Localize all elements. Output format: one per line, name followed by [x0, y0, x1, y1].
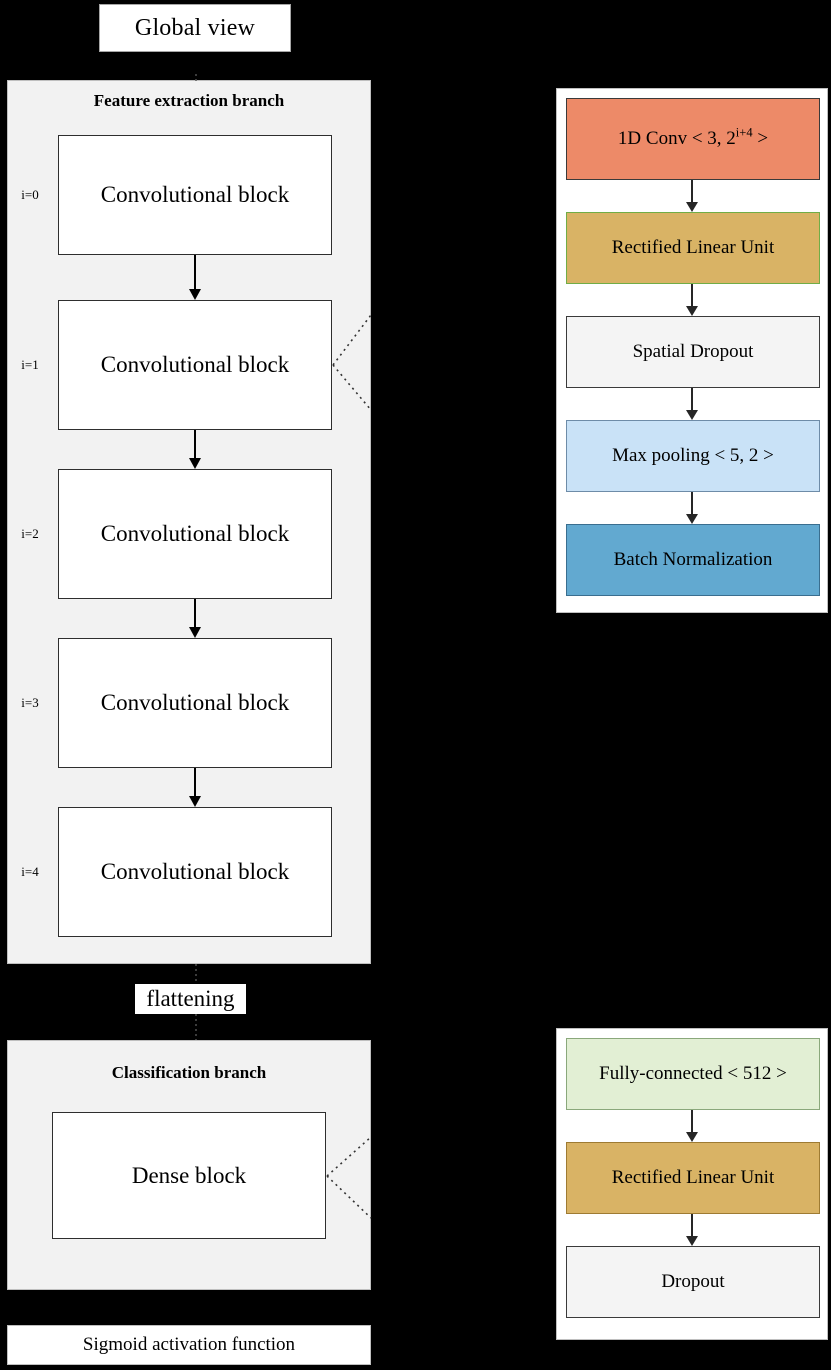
sigmoid-activation-box: Sigmoid activation function — [7, 1325, 371, 1365]
layer-dense-relu-label: Rectified Linear Unit — [611, 1167, 775, 1188]
flattening-text: flattening — [146, 986, 235, 1011]
conv-block-2[interactable]: Convolutional block — [58, 469, 332, 599]
conv-block-4[interactable]: Convolutional block — [58, 807, 332, 937]
arrow-head — [189, 458, 201, 469]
layer-conv1d-label: 1D Conv < 3, 2i+4 > — [617, 125, 769, 149]
conv-block-3[interactable]: Convolutional block — [58, 638, 332, 768]
layer-conv1d[interactable]: 1D Conv < 3, 2i+4 > — [566, 98, 820, 180]
layer-spatial-dropout[interactable]: Spatial Dropout — [566, 316, 820, 388]
arrow-head — [189, 796, 201, 807]
connector-line-upper — [326, 1136, 372, 1177]
arrow-shaft — [691, 492, 693, 515]
arrow-spatial-dropout-to-max-pooling — [685, 388, 699, 420]
conv-block-4-label: Convolutional block — [100, 859, 290, 884]
global-view-label: Global view — [99, 4, 291, 52]
conv-block-1[interactable]: Convolutional block — [58, 300, 332, 430]
layer-fully-connected[interactable]: Fully-connected < 512 > — [566, 1038, 820, 1110]
index-label-i0: i=0 — [21, 187, 39, 202]
arrow-head — [686, 1132, 698, 1142]
arrow-shaft — [691, 1214, 693, 1237]
classification-branch-title: Classification branch — [111, 1063, 267, 1082]
index-label-i1: i=1 — [21, 357, 39, 372]
arrow-shaft — [194, 430, 196, 459]
arrow-conv3-to-conv4 — [188, 768, 202, 807]
conv-block-3-label: Convolutional block — [100, 690, 290, 715]
arrow-shaft — [194, 255, 196, 290]
arrow-head — [686, 1236, 698, 1246]
arrow-relu-to-spatial-dropout — [685, 284, 699, 316]
conv-block-0[interactable]: Convolutional block — [58, 135, 332, 255]
arrow-shaft — [691, 180, 693, 203]
arrow-conv1d-to-relu — [685, 180, 699, 212]
dense-block-label: Dense block — [131, 1162, 247, 1188]
arrow-fc-to-relu — [685, 1110, 699, 1142]
conv-block-2-label: Convolutional block — [100, 521, 290, 546]
layer-relu-label: Rectified Linear Unit — [611, 237, 775, 258]
feature-branch-title: Feature extraction branch — [93, 91, 285, 110]
sigmoid-activation-label: Sigmoid activation function — [82, 1334, 296, 1355]
arrow-head — [686, 202, 698, 212]
arrow-conv1-to-conv2 — [188, 430, 202, 469]
arrow-conv0-to-conv1 — [188, 255, 202, 300]
arrow-head — [189, 627, 201, 638]
arrow-relu-to-dropout — [685, 1214, 699, 1246]
arrow-head — [686, 514, 698, 524]
arrow-head — [686, 306, 698, 316]
global-view-text: Global view — [134, 14, 256, 41]
connector-line-lower — [326, 1175, 372, 1219]
arrow-head — [686, 410, 698, 420]
arrow-shaft — [691, 388, 693, 411]
arrow-shaft — [194, 768, 196, 797]
layer-relu[interactable]: Rectified Linear Unit — [566, 212, 820, 284]
layer-dropout[interactable]: Dropout — [566, 1246, 820, 1318]
conv-block-1-label: Convolutional block — [100, 352, 290, 377]
layer-spatial-dropout-label: Spatial Dropout — [632, 341, 754, 362]
layer-dense-relu[interactable]: Rectified Linear Unit — [566, 1142, 820, 1214]
conv1d-exponent: i+4 — [735, 125, 753, 140]
arrow-head — [189, 289, 201, 300]
layer-max-pooling[interactable]: Max pooling < 5, 2 > — [566, 420, 820, 492]
flattening-label: flattening — [135, 984, 246, 1014]
dense-block[interactable]: Dense block — [52, 1112, 326, 1239]
connector-line-upper — [332, 314, 372, 366]
index-label-i2: i=2 — [21, 526, 39, 541]
arrow-conv2-to-conv3 — [188, 599, 202, 638]
arrow-shaft — [691, 284, 693, 307]
conv-block-0-label: Convolutional block — [100, 182, 290, 207]
layer-fully-connected-label: Fully-connected < 512 > — [599, 1063, 787, 1084]
connector-line-lower — [332, 364, 372, 411]
layer-dropout-label: Dropout — [661, 1271, 725, 1292]
layer-batch-norm-label: Batch Normalization — [613, 549, 773, 570]
layer-batch-norm[interactable]: Batch Normalization — [566, 524, 820, 596]
dense-block-detail-panel: Fully-connected < 512 > Rectified Linear… — [556, 1028, 828, 1340]
conv-block-detail-panel: 1D Conv < 3, 2i+4 > Rectified Linear Uni… — [556, 88, 828, 613]
layer-max-pooling-label: Max pooling < 5, 2 > — [612, 445, 774, 466]
arrow-max-pooling-to-batch-norm — [685, 492, 699, 524]
arrow-shaft — [691, 1110, 693, 1133]
index-label-i4: i=4 — [21, 864, 39, 879]
index-label-i3: i=3 — [21, 695, 39, 710]
arrow-shaft — [194, 599, 196, 628]
